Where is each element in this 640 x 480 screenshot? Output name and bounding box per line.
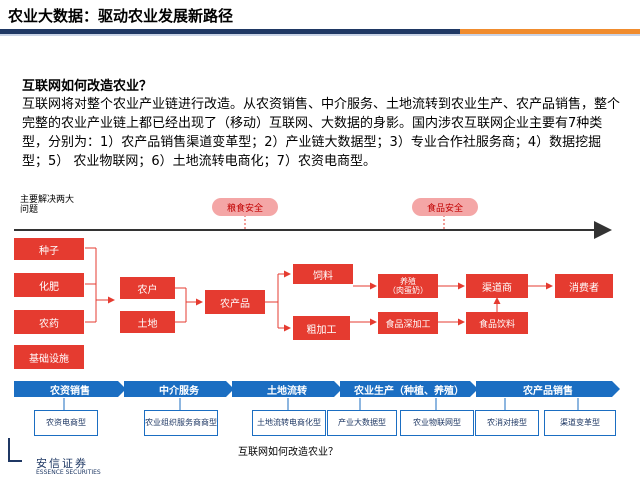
diagram-caption: 互联网如何改造农业？ (238, 447, 338, 458)
diagram-left-label: 主要解决两大问题 (20, 195, 75, 215)
title-bar-light (0, 34, 640, 36)
node-rough-processing: 粗加工 (293, 316, 350, 340)
model-land-ecommerce: 土地流转电商化型 (252, 410, 326, 436)
logo-mark-icon (8, 438, 22, 462)
band-intermediary: 中介服务 (124, 381, 234, 397)
node-breeding-sub: （肉蛋奶） (388, 286, 428, 295)
tag-food-safety: 食品安全 (412, 198, 478, 216)
band-input-sales: 农资销售 (14, 381, 126, 397)
input-fertilizer: 化肥 (14, 273, 84, 297)
node-deep-processing: 食品深加工 (378, 312, 438, 334)
logo-cn: 安信证券 (36, 457, 88, 470)
node-land: 土地 (120, 311, 175, 333)
model-channel-reform: 渠道变革型 (544, 410, 616, 436)
band-land-transfer: 土地流转 (232, 381, 342, 397)
model-iot: 农业物联网型 (400, 410, 474, 436)
node-breeding-label: 养殖 (400, 277, 416, 286)
node-produce: 农产品 (205, 290, 265, 314)
intro-body: 互联网将对整个农业产业链进行改造。从农资销售、中介服务、土地流转到农业生产、农产… (22, 97, 621, 169)
node-farmer: 农户 (120, 277, 175, 299)
node-channel: 渠道商 (466, 274, 528, 298)
input-infrastructure: 基础设施 (14, 345, 84, 369)
model-input-ecommerce: 农资电商型 (34, 410, 98, 436)
title-bar-dark (0, 29, 460, 34)
input-seeds: 种子 (14, 238, 84, 260)
band-production: 农业生产（种植、养殖） (340, 381, 478, 397)
intro-heading: 互联网如何改造农业？ (22, 79, 153, 94)
model-org-service: 农业组织服务商商型 (144, 410, 218, 436)
model-farm-consumer: 农消对接型 (475, 410, 539, 436)
tag-food-security: 粮食安全 (212, 198, 278, 216)
input-pesticide: 农药 (14, 310, 84, 334)
node-food-drink: 食品饮料 (466, 312, 528, 334)
title-bar-orange (460, 29, 640, 34)
band-product-sales: 农产品销售 (476, 381, 620, 397)
logo-en: ESSENCE SECURITIES (36, 469, 101, 476)
slide-title: 农业大数据：驱动农业发展新路径 (8, 7, 234, 25)
model-industry-bigdata: 产业大数据型 (327, 410, 397, 436)
node-consumer: 消费者 (555, 274, 613, 298)
node-feed: 饲料 (293, 264, 353, 284)
node-breeding: 养殖 （肉蛋奶） (378, 274, 438, 298)
